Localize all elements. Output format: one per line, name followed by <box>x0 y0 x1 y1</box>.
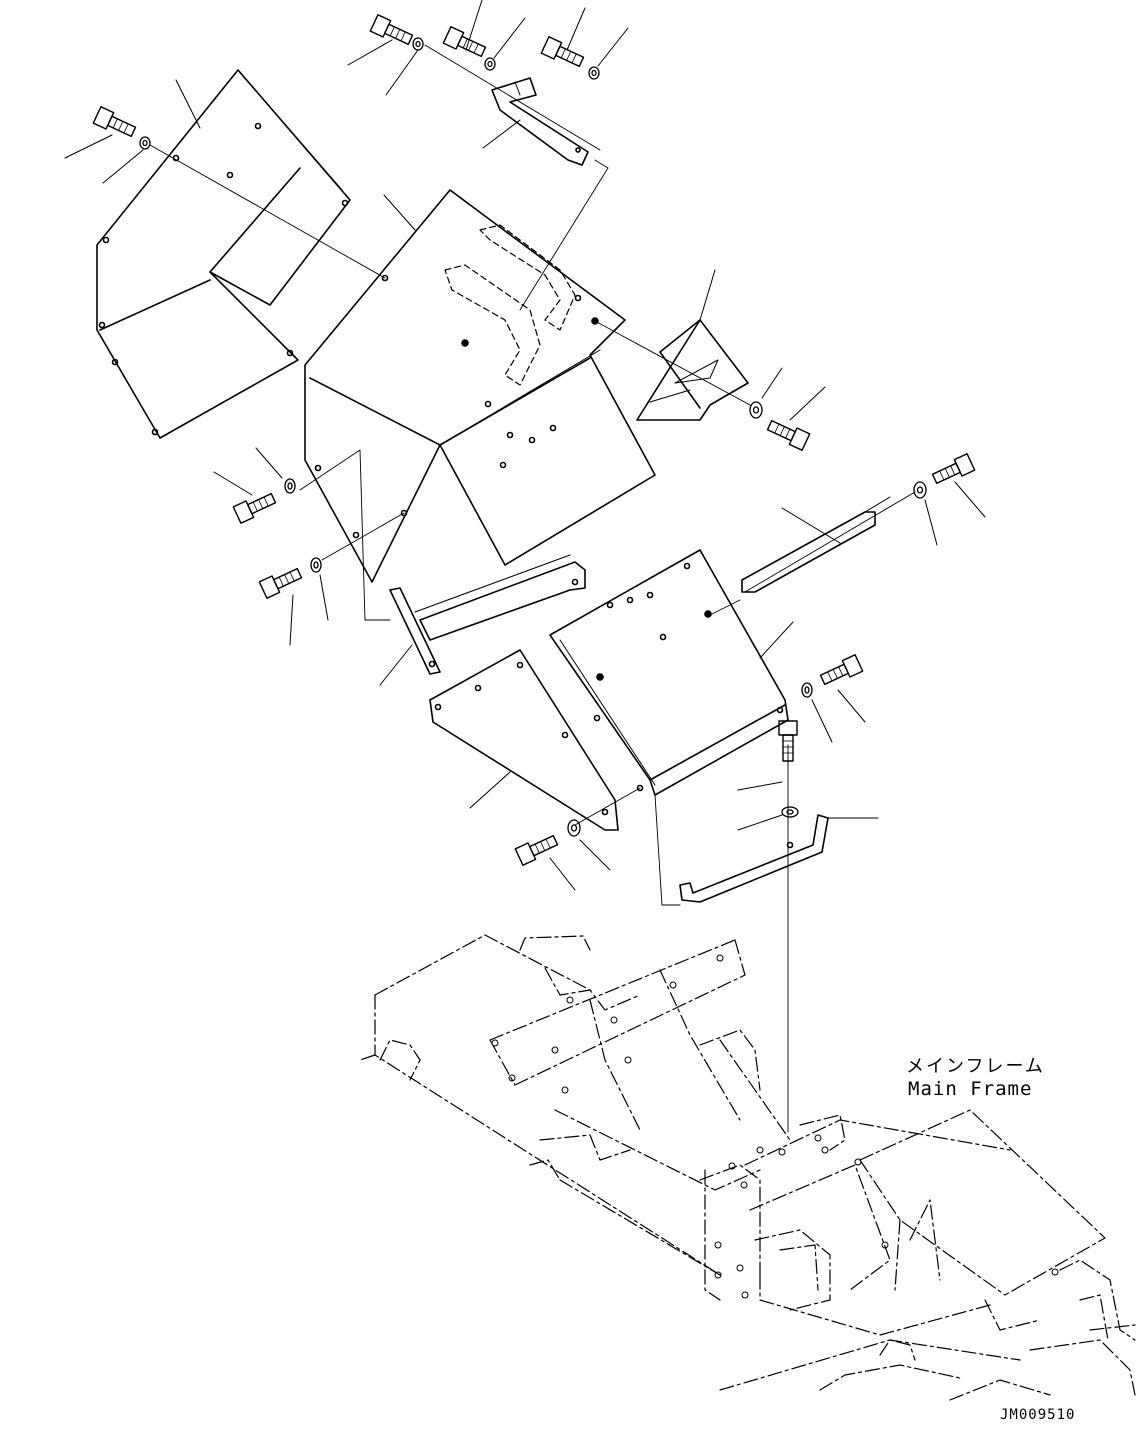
lower-right-cover <box>549 549 789 796</box>
main-frame-label-en: Main Frame <box>908 1078 1033 1100</box>
right-small-bracket <box>636 319 749 421</box>
washers <box>139 37 927 837</box>
left-side-cover <box>96 69 351 439</box>
alignment-lines <box>149 44 916 1133</box>
figure-id: JM009510 <box>1000 1407 1076 1423</box>
lower-left-cover <box>429 649 619 831</box>
bottom-strap <box>679 814 829 903</box>
lower-support-bar <box>389 554 586 675</box>
main-frame-label-jp: メインフレーム <box>906 1056 1045 1077</box>
right-long-bar <box>741 496 891 593</box>
main-frame-holes <box>491 954 1059 1299</box>
center-upper-cover <box>304 189 656 583</box>
main-frame-phantom <box>359 934 1136 1401</box>
top-strap <box>491 77 589 166</box>
leader-lines <box>64 0 986 891</box>
